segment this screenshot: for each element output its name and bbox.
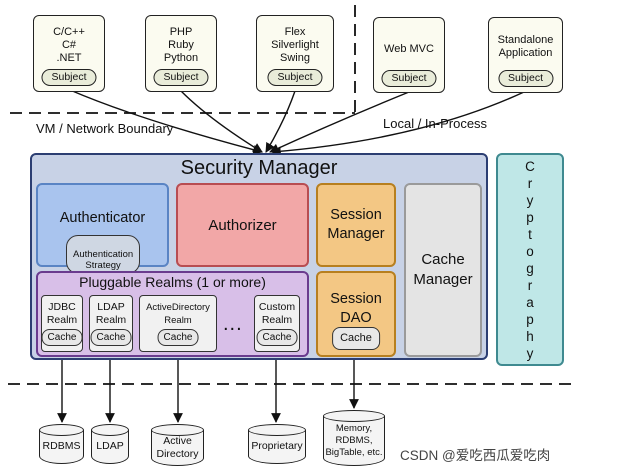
cryptography-box: C r y p t o g r a p h y — [496, 153, 564, 366]
crypto-letter: y — [526, 192, 534, 208]
activedirectory-realm-box: ActiveDirectory Realm Cache — [139, 295, 217, 352]
arrow-client-1 — [69, 89, 263, 155]
session-dao-title: Session DAO — [330, 291, 382, 326]
crypto-letter: o — [526, 243, 534, 259]
cache-badge: Cache — [332, 327, 380, 350]
client-label: PHP Ruby Python — [163, 26, 199, 64]
datastore-active-directory: Active Directory — [151, 424, 204, 466]
security-manager-title: Security Manager — [180, 157, 338, 179]
crypto-letter: t — [528, 226, 532, 242]
authenticator-title: Authenticator — [59, 210, 146, 226]
datastore-cylinder-top — [248, 424, 306, 436]
session-manager-box: Session Manager — [316, 183, 396, 267]
datastore-cylinder-top — [151, 424, 204, 436]
datastore-proprietary: Proprietary — [248, 424, 306, 464]
realm-label: JDBC Realm — [46, 301, 78, 326]
client-box-scripting: PHP Ruby Python Subject — [145, 15, 217, 92]
jdbc-realm-box: JDBC Realm Cache — [41, 295, 83, 352]
datastore-label: Active Directory — [151, 430, 204, 466]
client-box-web-mvc: Web MVC Subject — [373, 17, 445, 93]
subject-badge: Subject — [381, 70, 437, 87]
crypto-letter: y — [526, 345, 534, 361]
local-process-label: Local / In-Process — [383, 116, 488, 131]
session-dao-box: Session DAO Cache — [316, 271, 396, 357]
datastore-label: Memory, RDBMS, BigTable, etc. — [323, 416, 385, 466]
crypto-letter: h — [526, 328, 534, 344]
client-label: C/C++ C# .NET — [53, 26, 85, 64]
cache-badge: Cache — [256, 329, 298, 346]
cache-manager-box: Cache Manager — [404, 183, 482, 357]
realm-label: ActiveDirectory Realm — [146, 302, 210, 326]
arrow-client-5 — [271, 91, 525, 157]
pluggable-realms-title: Pluggable Realms (1 or more) — [79, 274, 266, 290]
vm-boundary-label: VM / Network Boundary — [36, 121, 174, 136]
arrow-client-4 — [269, 91, 410, 153]
datastore-cylinder-top — [323, 410, 385, 422]
client-box-dotnet: C/C++ C# .NET Subject — [33, 15, 105, 92]
authentication-strategy-label: Authentication Strategy — [73, 249, 134, 271]
datastore-cylinder-top — [91, 424, 129, 436]
session-manager-title: Session Manager — [327, 207, 385, 242]
crypto-letter: g — [526, 260, 534, 276]
crypto-letter: p — [526, 311, 534, 327]
subject-badge: Subject — [153, 69, 209, 86]
crypto-letter: r — [527, 277, 533, 293]
datastore-session-store: Memory, RDBMS, BigTable, etc. — [323, 410, 385, 466]
authentication-strategy-badge: Authentication Strategy — [66, 235, 141, 274]
client-box-standalone: Standalone Application Subject — [488, 17, 563, 93]
datastore-cylinder-top — [39, 424, 84, 436]
custom-realm-box: Custom Realm Cache — [254, 295, 300, 352]
datastore-rdbms: RDBMS — [39, 424, 84, 464]
authorizer-box: Authorizer — [176, 183, 309, 267]
cache-badge: Cache — [157, 329, 199, 346]
authenticator-box: Authenticator Authentication Strategy — [36, 183, 169, 274]
crypto-letter: a — [526, 294, 534, 310]
authorizer-title: Authorizer — [208, 216, 277, 234]
subject-badge: Subject — [41, 69, 97, 86]
ldap-realm-box: LDAP Realm Cache — [89, 295, 133, 352]
cache-badge: Cache — [41, 329, 83, 346]
client-label: Standalone Application — [497, 34, 554, 59]
subject-badge: Subject — [267, 69, 323, 86]
crypto-letter: r — [527, 175, 533, 191]
crypto-letter: p — [526, 209, 534, 225]
client-label: Flex Silverlight Swing — [271, 26, 319, 64]
arrow-client-2 — [180, 90, 263, 153]
cache-manager-title: Cache Manager — [413, 251, 473, 288]
datastore-label: RDBMS — [39, 430, 84, 464]
csdn-watermark: CSDN @爱吃西瓜爱吃肉 — [400, 448, 551, 463]
realm-label: LDAP Realm — [95, 301, 127, 326]
crypto-letter: C — [525, 158, 535, 174]
client-box-rich-ui: Flex Silverlight Swing Subject — [256, 15, 334, 92]
subject-badge: Subject — [497, 70, 554, 87]
client-label: Web MVC — [384, 42, 434, 55]
realm-label: Custom Realm — [258, 301, 296, 326]
more-realms-ellipsis: ... — [223, 313, 243, 335]
cache-badge: Cache — [90, 329, 132, 346]
datastore-ldap: LDAP — [91, 424, 129, 464]
